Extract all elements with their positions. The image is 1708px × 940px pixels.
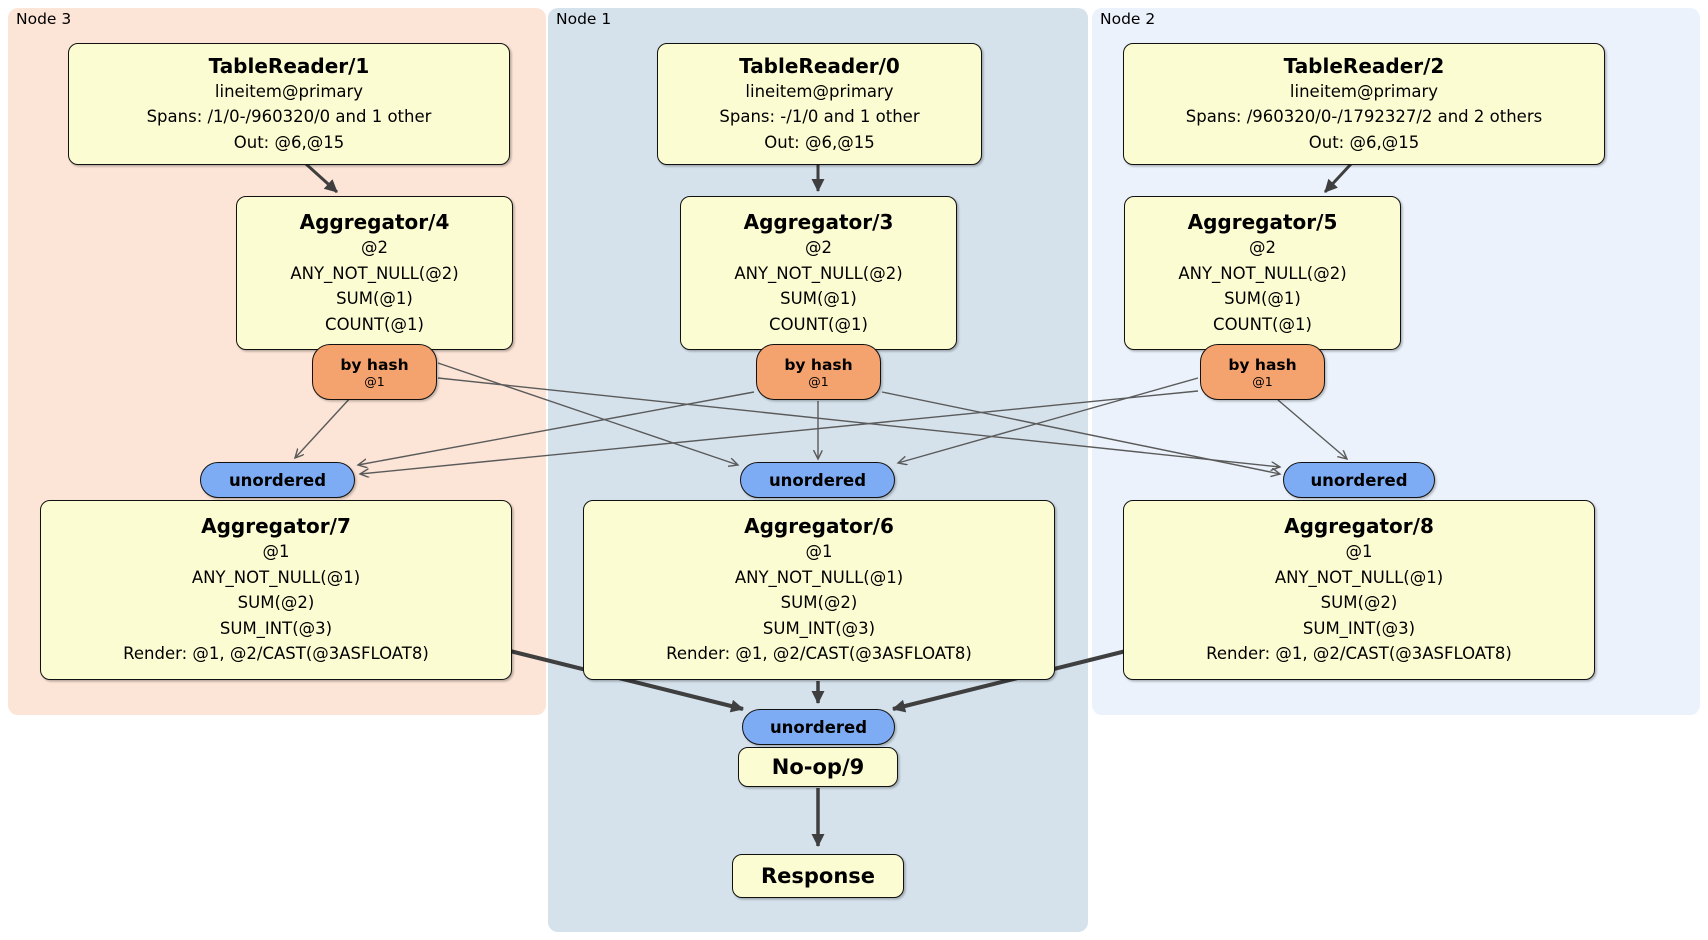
router-columns: @1 <box>808 373 829 389</box>
operator-title: Aggregator/5 <box>1187 210 1338 234</box>
operator-title: TableReader/0 <box>739 53 900 78</box>
router-columns: @1 <box>364 373 385 389</box>
router-columns: @1 <box>1252 373 1273 389</box>
operator-title: Response <box>760 864 876 888</box>
operator-detail: @1 <box>1345 542 1373 562</box>
operator-detail: @1 <box>805 542 833 562</box>
tablereader-0-node: TableReader/0 lineitem@primary Spans: -/… <box>657 43 982 165</box>
operator-detail: COUNT(@1) <box>769 314 868 334</box>
operator-detail: SUM_INT(@3) <box>219 618 333 638</box>
edge-agg8-unordered <box>892 649 1127 713</box>
operator-title: Aggregator/6 <box>744 514 894 539</box>
operator-detail: lineitem@primary <box>1289 81 1439 101</box>
operator-detail: Spans: -/1/0 and 1 other <box>719 107 920 127</box>
operator-detail: SUM(@2) <box>780 593 858 613</box>
operator-detail: SUM(@1) <box>336 289 413 308</box>
edge-hashR-unC <box>898 377 1199 463</box>
unordered-sync-final: unordered <box>742 709 895 745</box>
operator-detail: Render: @1, @2/CAST(@3ASFLOAT8) <box>123 644 429 664</box>
operator-detail: SUM_INT(@3) <box>762 618 876 638</box>
operator-detail: ANY_NOT_NULL(@1) <box>734 567 904 587</box>
aggregator-5-node: Aggregator/5 @2 ANY_NOT_NULL(@2) SUM(@1)… <box>1124 196 1401 350</box>
hash-router-node1: by hash @1 <box>756 344 881 400</box>
tablereader-2-node: TableReader/2 lineitem@primary Spans: /9… <box>1123 43 1605 165</box>
operator-title: Aggregator/4 <box>299 210 450 234</box>
operator-detail: @2 <box>361 238 388 257</box>
hash-router-node3: by hash @1 <box>312 344 437 400</box>
unordered-sync-node1: unordered <box>740 462 895 498</box>
edge-tr2-agg5 <box>1323 162 1353 194</box>
operator-detail: SUM(@2) <box>237 593 315 613</box>
aggregator-7-node: Aggregator/7 @1 ANY_NOT_NULL(@1) SUM(@2)… <box>40 500 512 680</box>
router-label: by hash <box>1228 355 1297 374</box>
operator-detail: @2 <box>1249 238 1276 257</box>
operator-detail: Render: @1, @2/CAST(@3ASFLOAT8) <box>1206 644 1512 664</box>
edge-hashR-unL <box>360 390 1199 474</box>
response-node: Response <box>732 854 904 898</box>
operator-title: No-op/9 <box>771 755 865 779</box>
operator-detail: Spans: /960320/0-/1792327/2 and 2 others <box>1185 107 1543 127</box>
tablereader-1-node: TableReader/1 lineitem@primary Spans: /1… <box>68 43 510 165</box>
aggregator-8-node: Aggregator/8 @1 ANY_NOT_NULL(@1) SUM(@2)… <box>1123 500 1595 680</box>
aggregator-4-node: Aggregator/4 @2 ANY_NOT_NULL(@2) SUM(@1)… <box>236 196 513 350</box>
aggregator-6-node: Aggregator/6 @1 ANY_NOT_NULL(@1) SUM(@2)… <box>583 500 1055 680</box>
noop-9-node: No-op/9 <box>738 747 898 787</box>
edge-hashL-unC <box>437 362 738 465</box>
node2-region-label: Node 2 <box>1100 10 1156 28</box>
operator-detail: lineitem@primary <box>214 81 364 101</box>
edge-tr1-agg4 <box>304 162 339 194</box>
operator-detail: @1 <box>262 542 290 562</box>
operator-title: Aggregator/7 <box>201 514 351 539</box>
edge-hashR-unR <box>1277 399 1347 459</box>
operator-detail: SUM(@1) <box>1224 289 1301 308</box>
edge-hashL-unR <box>437 377 1280 467</box>
operator-detail: SUM_INT(@3) <box>1302 618 1416 638</box>
operator-detail: SUM(@1) <box>780 289 857 308</box>
router-label: by hash <box>340 355 409 374</box>
operator-detail: lineitem@primary <box>745 81 894 101</box>
unordered-sync-node2: unordered <box>1283 462 1435 498</box>
node1-region-label: Node 1 <box>556 10 612 28</box>
operator-detail: Render: @1, @2/CAST(@3ASFLOAT8) <box>666 644 972 664</box>
unordered-sync-node3: unordered <box>200 462 355 498</box>
operator-detail: ANY_NOT_NULL(@2) <box>734 263 903 283</box>
operator-title: TableReader/1 <box>208 53 370 78</box>
edge-hashC-unL <box>358 391 755 465</box>
aggregator-3-node: Aggregator/3 @2 ANY_NOT_NULL(@2) SUM(@1)… <box>680 196 957 350</box>
operator-detail: COUNT(@1) <box>325 314 424 334</box>
hash-router-node2: by hash @1 <box>1200 344 1325 400</box>
operator-detail: Out: @6,@15 <box>1308 132 1420 152</box>
operator-title: TableReader/2 <box>1283 53 1445 78</box>
operator-detail: ANY_NOT_NULL(@2) <box>290 263 459 283</box>
edge-hashC-unR <box>881 391 1280 474</box>
operator-title: Aggregator/3 <box>743 210 894 234</box>
operator-detail: ANY_NOT_NULL(@2) <box>1178 263 1347 283</box>
node3-region-label: Node 3 <box>16 10 72 28</box>
operator-detail: @2 <box>805 238 832 257</box>
operator-detail: Out: @6,@15 <box>233 132 345 152</box>
operator-detail: ANY_NOT_NULL(@1) <box>1274 567 1444 587</box>
operator-detail: Out: @6,@15 <box>764 132 875 152</box>
operator-title: Aggregator/8 <box>1284 514 1434 539</box>
operator-detail: Spans: /1/0-/960320/0 and 1 other <box>146 107 432 127</box>
router-label: by hash <box>784 355 853 374</box>
operator-detail: COUNT(@1) <box>1213 314 1312 334</box>
edge-hashL-unL <box>295 395 353 458</box>
edge-agg7-unordered <box>509 649 744 713</box>
operator-detail: SUM(@2) <box>1320 593 1398 613</box>
operator-detail: ANY_NOT_NULL(@1) <box>191 567 361 587</box>
